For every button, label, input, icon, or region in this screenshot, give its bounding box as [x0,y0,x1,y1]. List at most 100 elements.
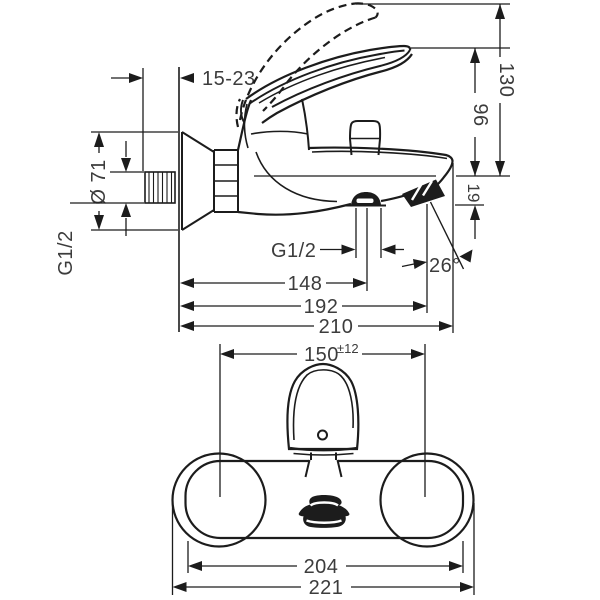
dim-shower-outlet-reach: 148 [180,273,367,295]
knob-highlight [309,501,339,507]
dim-inlet-center-distance: 150 ±12 [220,341,425,366]
arrowhead [220,349,234,359]
mounting-boss-fill [305,459,342,477]
arrowhead [470,205,480,220]
handle-dome-outline [286,362,360,451]
arrowhead [341,244,356,255]
spout-underside-left [237,202,352,216]
right-escutcheon-circle [379,452,475,548]
handle-arm-top-edge [271,49,411,108]
arrowhead [495,161,505,176]
left-escutcheon-circle [171,452,267,548]
arrowhead [121,158,131,172]
dim-204-label: 204 [304,556,339,578]
arrowhead [459,249,473,263]
front-view: 150 ±12 204 221 [171,341,475,599]
handle-dome-inner-contour [292,369,354,441]
shower-outlet-edge-extensions [355,208,382,258]
dim-outlet-angle-label: 26° [429,255,461,277]
dim-wall-offset-label: 15-23 [202,68,256,90]
arrowhead [413,301,427,311]
dim-192-label: 192 [304,296,339,318]
arrowhead [411,349,425,359]
extension-lines [91,131,178,231]
dim-150-label: 150 [304,344,339,366]
arrowhead [94,132,104,147]
aerator-outlet [402,179,445,207]
dim-height-open: 130 [495,4,517,176]
dim-escutcheon-diameter-label: Ø 71 [88,159,110,204]
dim-inlet-thread: G1/2 [55,141,144,276]
open-handle-pivot-dash [235,98,241,128]
dim-210-label: 210 [319,316,354,338]
dim-body-width: 204 [188,556,463,578]
escutcheon-cone [181,131,215,231]
mixer-body [236,98,454,216]
dim-wall-offset: 15-23 [111,68,256,90]
arrowhead [94,215,104,230]
dome-slot [356,198,374,203]
mounting-boss-edges [304,459,343,478]
open-handle-outer-dash [238,2,356,121]
arrowhead [381,244,396,255]
arrowhead [353,278,367,288]
escutcheon-and-nut [181,131,239,231]
overall-width-extensions [171,503,475,595]
arrowhead [180,301,194,311]
thread-body [144,171,176,204]
arrowhead [129,73,143,83]
spout-top-and-tip [308,146,454,186]
side-view: 15-23 Ø 71 G1/2 [55,2,517,338]
body-width-extensions [187,541,464,573]
inlet-thread-tailpiece [144,171,176,204]
arrowhead [188,561,202,571]
outlet-axis-line [429,201,465,270]
lever-handle-open-dashed [235,2,379,128]
handle-inner-contour [258,56,386,104]
spout-top-inner-line [311,150,448,160]
arrowhead [172,582,187,592]
handle-base-seam [289,446,358,452]
arrowhead [121,203,131,217]
knob-fill [298,495,350,528]
arrowhead [180,73,194,83]
spout-inner-sweep [255,151,338,203]
arrowhead [460,582,474,592]
open-handle-inner-dash [262,16,376,112]
dim-total-reach: 210 [180,316,453,338]
arrowhead [495,4,505,19]
body-cap-seam [250,130,309,135]
dim-height-open-label: 130 [495,63,517,98]
handle-top-blade [245,44,412,100]
dim-221-label: 221 [309,577,344,599]
dim-height-handle: 96 [469,48,491,176]
dim-overall-width: 221 [172,577,474,599]
dim-inlet-thread-label: G1/2 [55,230,77,275]
handle-base-seam-2 [293,452,354,456]
dim-aerator-reach: 192 [180,296,427,318]
lever-handle-side [240,44,413,124]
open-handle-tip-dash [354,2,379,19]
handle-blade-lower-edge [248,49,405,105]
thread-hatch-lines [148,172,173,203]
lever-handle-front [286,362,360,456]
arrowhead [413,259,427,269]
knob-bottom-seam [306,519,342,524]
dim-shower-outlet-thread: G1/2 [271,240,404,262]
diverter-knob-front [298,495,350,528]
arrowhead [449,561,463,571]
dim-outlet-drop-label: 19 [464,184,483,203]
diverter-knob-side [348,120,382,156]
dim-shower-thread-label: G1/2 [271,240,316,262]
dim-outlet-angle: 26° [401,201,473,277]
handle-pivot-cap [240,99,245,123]
knob-outline [348,120,382,156]
handle-arm-bottom-edge [261,53,413,124]
arrowhead [470,48,480,63]
arrowhead [180,321,194,331]
dim-outlet-drop: 19 [464,184,483,239]
extension-lines [70,171,144,204]
dim-150-tolerance: ±12 [337,341,359,356]
dim-escutcheon-diameter: Ø 71 [88,131,178,231]
